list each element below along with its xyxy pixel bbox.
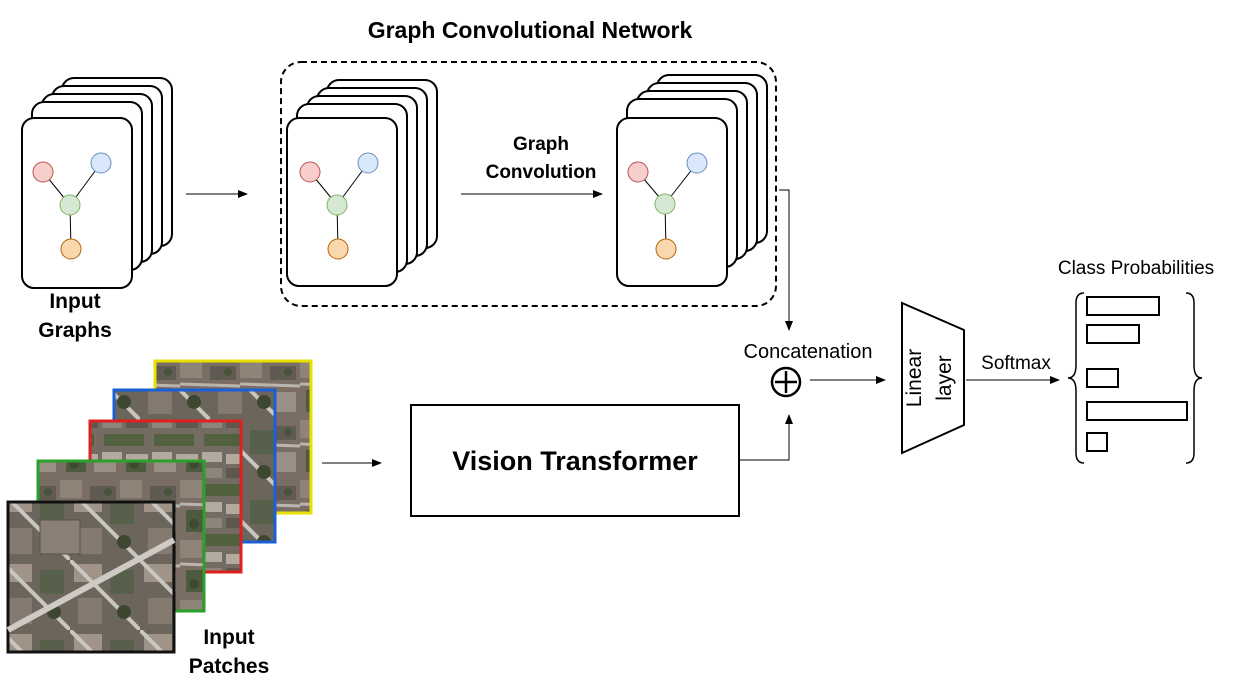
concat-plus-icon: [770, 366, 802, 398]
input-patches-label-line1: Input: [203, 626, 254, 649]
input-patches-stack: [6, 359, 313, 654]
pink-node: [627, 161, 649, 183]
linear-layer-label-line2: layer: [933, 355, 956, 401]
linear-layer-label-line1: Linear: [903, 349, 926, 407]
green-node: [654, 193, 676, 215]
graph-icon: [299, 152, 379, 260]
right-brace: [1185, 292, 1203, 464]
input-graphs-label-line1: Input: [49, 290, 100, 313]
patch-black: [6, 500, 176, 654]
input-graphs-label-line2: Graphs: [38, 319, 112, 342]
graph-icon: [32, 152, 112, 260]
class-probability-bar: [1086, 401, 1188, 421]
green-node: [59, 194, 81, 216]
left-brace: [1067, 292, 1085, 464]
gcn-output-stack: [616, 74, 768, 287]
orange-node: [327, 238, 349, 260]
input-graphs-stack: [21, 77, 173, 289]
graph-convolution-label-line2: Convolution: [486, 162, 597, 183]
green-node: [326, 194, 348, 216]
orange-node: [60, 238, 82, 260]
vision-transformer-label: Vision Transformer: [452, 446, 698, 476]
graph-icon: [627, 152, 708, 260]
linear-layer-shape: [901, 301, 965, 455]
class-probability-bars: [1086, 296, 1188, 452]
blue-node: [686, 152, 708, 174]
graph-convolution-label-line1: Graph: [513, 134, 569, 155]
concatenation-label: Concatenation: [744, 341, 873, 363]
gcn-input-stack: [286, 79, 438, 287]
blue-node: [90, 152, 112, 174]
orange-node: [655, 238, 677, 260]
diagram-title: Graph Convolutional Network: [368, 17, 693, 43]
pink-node: [299, 161, 321, 183]
class-probability-bar: [1086, 324, 1140, 344]
road-stripe: [6, 537, 176, 633]
class-probability-bar: [1086, 296, 1160, 316]
pink-node: [32, 161, 54, 183]
softmax-label: Softmax: [981, 353, 1051, 374]
class-probabilities-label: Class Probabilities: [1058, 258, 1214, 279]
class-probability-bar: [1086, 432, 1108, 452]
vision-transformer-box: [410, 404, 740, 517]
class-probability-bar: [1086, 368, 1119, 388]
blue-node: [357, 152, 379, 174]
input-patches-label-line2: Patches: [189, 655, 270, 678]
building-shape: [39, 519, 81, 555]
arrow-vit-to-concat: [740, 414, 793, 461]
arrow-gcn-to-concat: [779, 189, 793, 331]
